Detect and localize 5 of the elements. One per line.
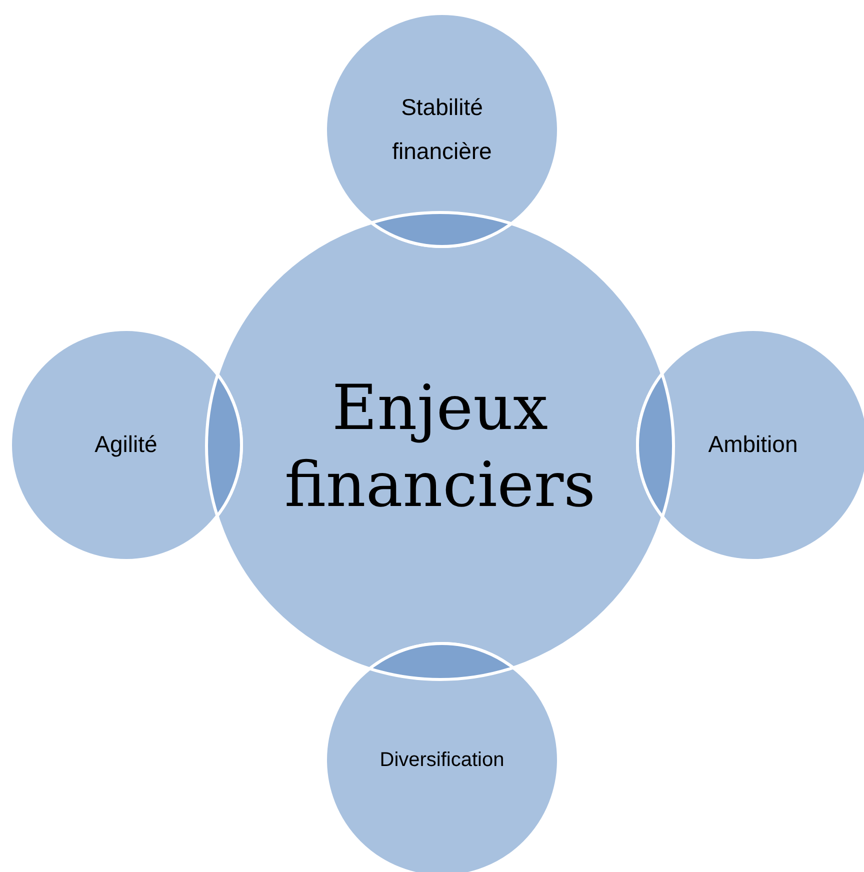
circle-label: Ambition bbox=[708, 430, 798, 460]
circle-label: Stabilité financière bbox=[391, 93, 493, 166]
circle-label: Diversification bbox=[380, 748, 504, 773]
central-title: Enjeux financiers bbox=[284, 370, 596, 523]
circle-label: Agilité bbox=[94, 430, 158, 460]
